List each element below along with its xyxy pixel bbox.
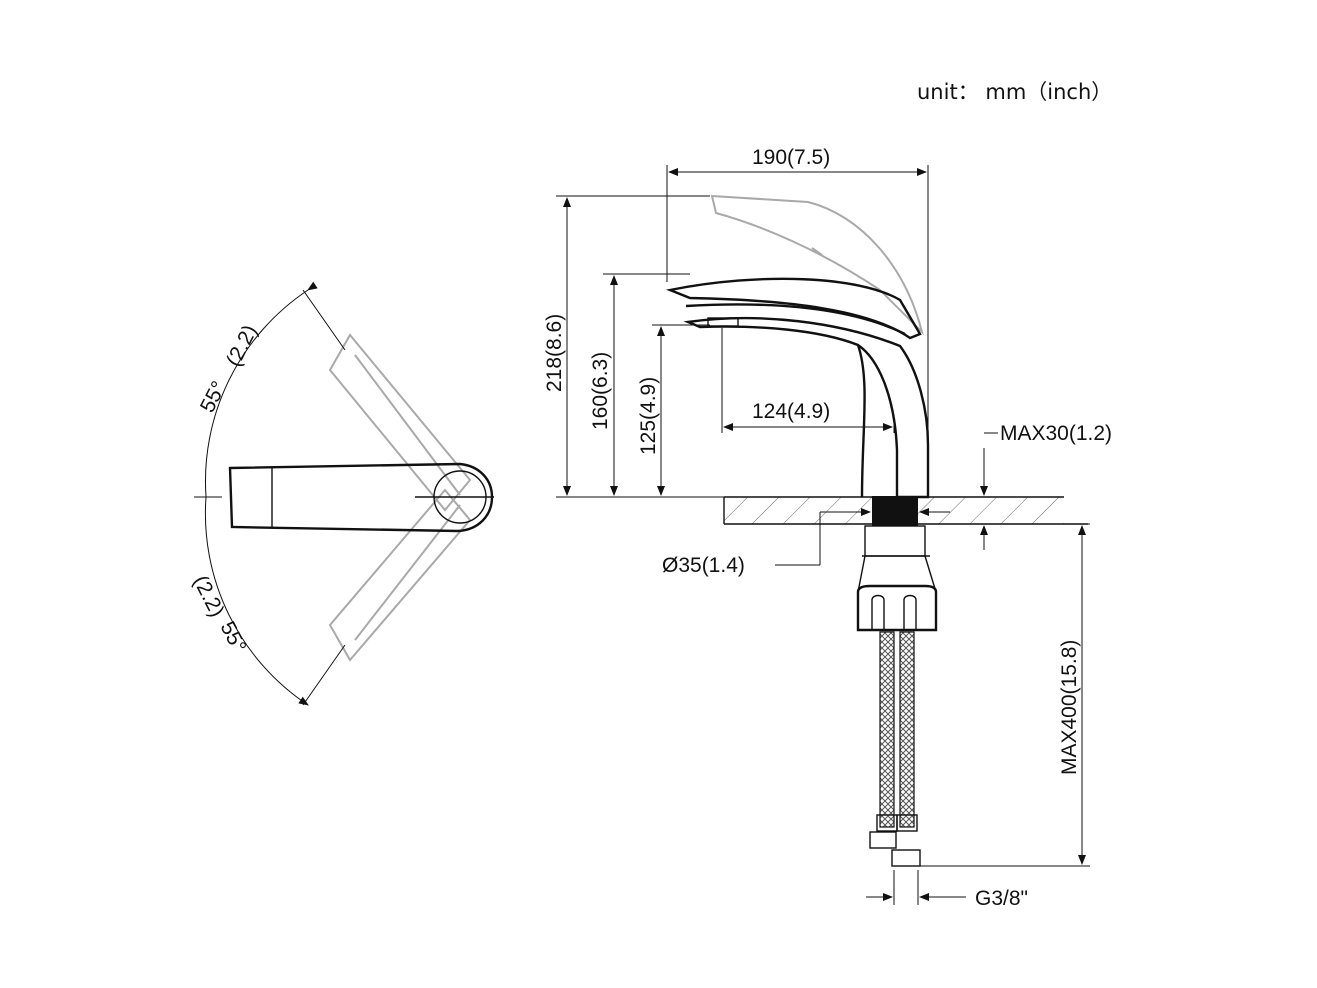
- unit-label: unit： mm（inch）: [917, 80, 1112, 104]
- angle-lower-value: 55°: [216, 618, 251, 657]
- deck-countertop: [723, 496, 1088, 526]
- dim-spout-height: 160(6.3): [589, 352, 612, 430]
- dim-reach: 124(4.9): [752, 400, 830, 423]
- side-view: 190(7.5) 218(8.6) 160(6.3) 125(4.9) 124(…: [543, 146, 1112, 910]
- rotation-limit-lower: [302, 644, 346, 706]
- dim-hose-length: MAX400(15.8): [1058, 640, 1081, 775]
- rotation-limit-upper: [302, 289, 346, 351]
- dim-total-height: 218(8.6): [543, 314, 566, 392]
- lever-ghost-raised: [710, 194, 924, 336]
- angle-lower-offset: (2.2): [189, 572, 229, 621]
- mounting-nut: [856, 525, 938, 632]
- dim-width-top: 190(7.5): [752, 146, 830, 169]
- dim-deck-thickness: MAX30(1.2): [1000, 422, 1112, 445]
- handle-top-view: [228, 462, 494, 533]
- top-view: 55° (2.2) (2.2) 55°: [189, 281, 494, 706]
- dim-hole-diameter: Ø35(1.4): [662, 554, 745, 577]
- handle-ghost-upper: [328, 333, 472, 512]
- supply-hoses: [869, 631, 921, 867]
- angle-upper-value: 55°: [196, 378, 231, 417]
- handle-ghost-lower: [328, 488, 472, 662]
- angle-upper-offset: (2.2): [222, 321, 262, 370]
- dim-thread: G3/8": [975, 887, 1028, 910]
- faucet-body: [665, 277, 930, 499]
- dim-outlet-height: 125(4.9): [637, 377, 660, 455]
